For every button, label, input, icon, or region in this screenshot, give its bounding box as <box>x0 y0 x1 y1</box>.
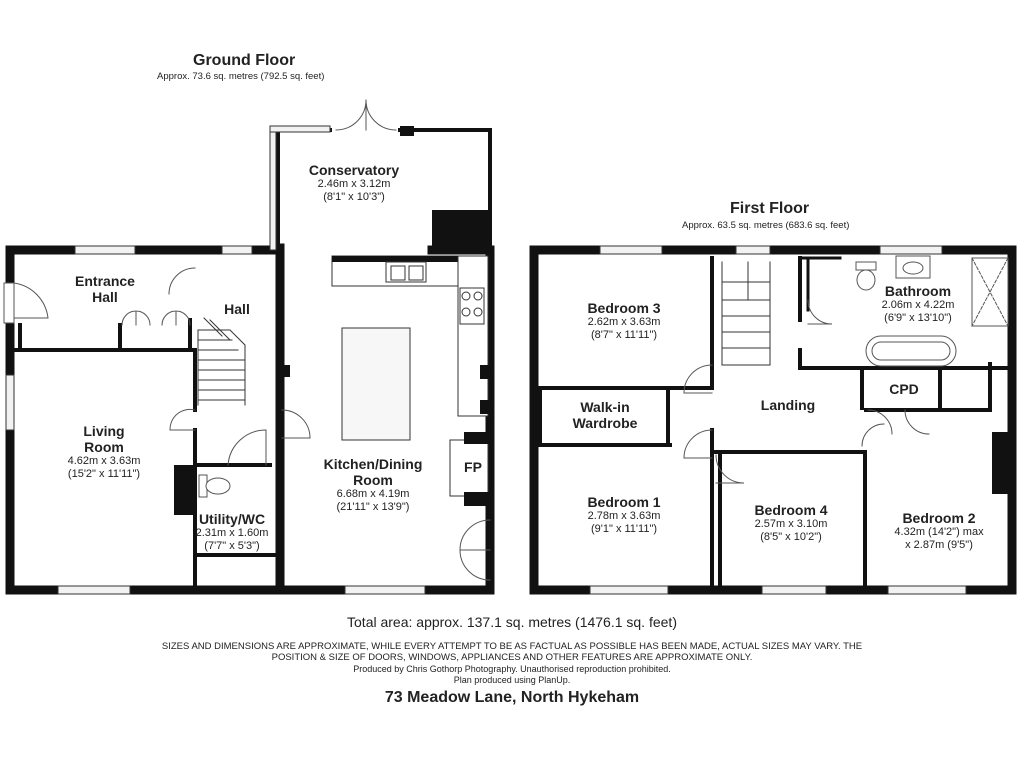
room-dimensions: 4.62m x 3.63m <box>67 455 141 468</box>
kitchen-island <box>341 327 411 441</box>
first-floor-interior-walls <box>536 256 1010 588</box>
ground-floor-windows <box>5 245 426 595</box>
property-address: 73 Meadow Lane, North Hykeham <box>384 689 640 706</box>
disclaimer-line-2: POSITION & SIZE OF DOORS, WINDOWS, APPLI… <box>271 652 753 663</box>
kitchen-units <box>331 255 490 417</box>
room-dimensions: (8'1" x 10'3") <box>323 190 385 203</box>
room-dimensions: x 2.87m (9'5") <box>905 538 973 551</box>
fireplace <box>449 432 490 506</box>
room-name: Wardrobe <box>572 415 638 432</box>
ground-floor-title: Ground Floor <box>193 52 296 69</box>
room-label-cpd: CPD <box>889 381 919 397</box>
disclaimer-line-1: SIZES AND DIMENSIONS ARE APPROXIMATE, WH… <box>161 641 863 652</box>
room-name: Living <box>83 423 125 439</box>
room-name: Bedroom 1 <box>587 494 661 510</box>
kitchen-door <box>281 409 311 439</box>
room-dimensions: 4.32m (14'2") max <box>894 526 984 539</box>
room-dimensions: (6'9" x 13'10") <box>884 311 952 324</box>
room-name: Hall <box>92 289 118 306</box>
ground-floor-area: Approx. 73.6 sq. metres (792.5 sq. feet) <box>157 71 325 82</box>
first-floor-staircase <box>721 261 771 366</box>
room-name: FP <box>464 459 482 475</box>
conservatory-glazing <box>269 125 277 251</box>
living-room-chimney <box>174 465 194 515</box>
room-name: Bathroom <box>884 283 952 299</box>
room-name: Bedroom 2 <box>902 510 976 526</box>
room-name: Room <box>353 472 393 489</box>
credit-line-1: Produced by Chris Gothorp Photography. U… <box>353 664 671 674</box>
conservatory-glazing-top <box>269 125 331 133</box>
room-label-fp: FP <box>464 459 482 475</box>
first-floor-area: Approx. 63.5 sq. metres (683.6 sq. feet) <box>682 220 850 231</box>
bedroom-2-chimney <box>992 432 1010 494</box>
kitchen-french-doors <box>459 519 491 581</box>
room-name: Room <box>84 439 124 456</box>
first-floor-doors <box>683 299 930 484</box>
room-dimensions: (8'7" x 11'11") <box>590 328 658 341</box>
total-area: Total area: approx. 137.1 sq. metres (14… <box>347 614 677 630</box>
room-name: CPD <box>889 381 919 397</box>
room-name: Utility/WC <box>198 511 266 527</box>
bathroom-partition <box>798 256 842 312</box>
room-dimensions: (21'11" x 13'9") <box>336 500 410 513</box>
utility-toilet <box>198 474 231 498</box>
room-name: Bedroom 4 <box>754 502 828 518</box>
room-dimensions: 6.68m x 4.19m <box>336 488 410 501</box>
room-dimensions: 2.78m x 3.63m <box>587 510 661 523</box>
room-dimensions: (8'5" x 10'2") <box>760 530 822 543</box>
room-dimensions: 2.57m x 3.10m <box>754 518 828 531</box>
first-floor-title: First Floor <box>730 200 810 217</box>
front-door-swing <box>13 282 49 319</box>
room-dimensions: (15'2" x 11'11") <box>67 467 141 480</box>
room-dimensions: 2.46m x 3.12m <box>317 178 391 191</box>
first-floor-plan <box>529 245 1017 595</box>
room-name: Entrance <box>75 273 135 289</box>
front-door-frame <box>3 282 15 324</box>
bathroom-fixtures <box>855 255 1009 367</box>
ground-floor-staircase <box>197 317 246 406</box>
credit-line-2: Plan produced using PlanUp. <box>453 675 571 685</box>
room-dimensions: (7'7" x 5'3") <box>204 539 260 552</box>
hall-door <box>168 267 196 431</box>
conservatory-solid-block <box>432 210 490 252</box>
room-dimensions: 2.62m x 3.63m <box>587 316 661 329</box>
room-name: Landing <box>760 397 816 413</box>
room-dimensions: 2.31m x 1.60m <box>195 527 269 540</box>
first-floor-outer-wall <box>529 245 1017 595</box>
cupboard-doors <box>121 310 191 326</box>
room-dimensions: 2.06m x 4.22m <box>881 299 955 312</box>
conservatory-pier <box>400 126 414 136</box>
room-name: Hall <box>224 301 250 317</box>
room-dimensions: (9'1" x 11'11") <box>590 522 658 535</box>
utility-door <box>227 429 267 466</box>
room-name: Walk-in <box>580 399 630 415</box>
room-label-landing: Landing <box>761 397 815 413</box>
room-name: Conservatory <box>308 162 400 178</box>
hall-post <box>282 365 290 377</box>
room-label-hall: Hall <box>224 301 250 317</box>
ground-floor-interior-walls <box>12 256 284 592</box>
ground-floor-plan <box>3 99 495 595</box>
conservatory-french-doors <box>335 99 397 131</box>
room-name: Bedroom 3 <box>587 300 661 316</box>
first-floor-windows <box>589 245 967 595</box>
room-name: Kitchen/Dining <box>323 456 423 472</box>
